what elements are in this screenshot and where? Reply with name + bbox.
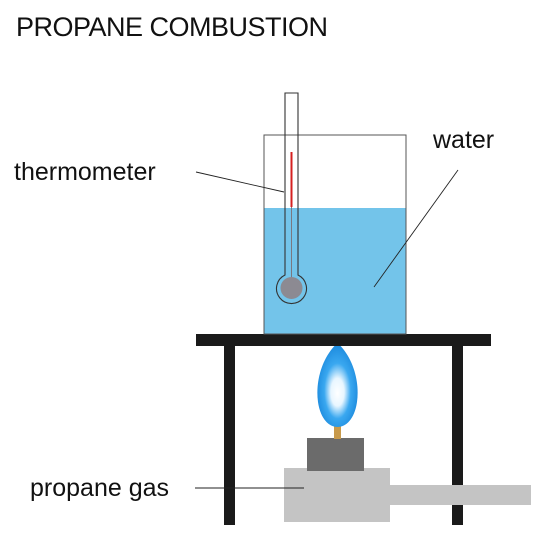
propane-gas-label: propane gas — [30, 474, 170, 502]
beaker — [263, 134, 407, 335]
thermometer-red-line — [290, 152, 293, 207]
thermometer-pointer-line — [195, 171, 285, 193]
burner-top — [307, 438, 364, 471]
burner-body — [284, 468, 390, 522]
water-pointer-line — [373, 169, 459, 288]
water — [264, 208, 406, 334]
stand-leg-left — [224, 345, 235, 525]
thermometer-label: thermometer — [14, 158, 156, 186]
thermometer — [276, 92, 307, 305]
flame — [317, 343, 358, 427]
gas-pipe — [386, 485, 531, 505]
thermometer-bulb — [280, 277, 303, 299]
burner-nozzle — [334, 424, 341, 439]
stand-leg-right — [452, 345, 463, 525]
stand-top-plate — [196, 334, 491, 346]
water-label: water — [433, 126, 495, 154]
diagram-title: PROPANE COMBUSTION — [16, 12, 328, 42]
